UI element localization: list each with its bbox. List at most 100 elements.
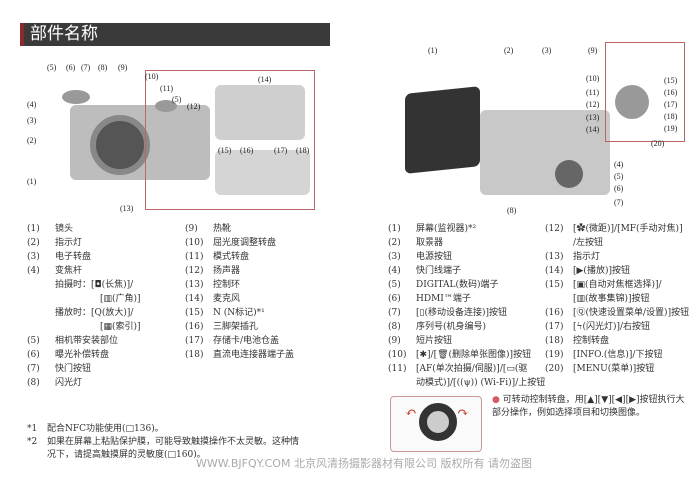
item-number: (5) [27, 336, 40, 346]
list-item: 动模式)]/[((ψ)) (Wi-Fi)]/上按钮 [388, 376, 545, 390]
item-number: (8) [27, 378, 40, 388]
zoom-lever-detail: 播放时：[Q(放大)]/ [55, 308, 134, 318]
item-number: (16) [545, 308, 564, 318]
list-item: (15) [▣(自动对焦框选择)]/ [545, 278, 689, 292]
item-number: (10) [388, 350, 407, 360]
item-label: 变焦杆 [55, 266, 83, 276]
list-item: (3)电源按钮 [388, 250, 545, 264]
callout: (5) [172, 95, 182, 104]
item-number: (12) [545, 224, 564, 234]
detail-frame [145, 70, 315, 210]
callout: (16) [240, 146, 254, 155]
callout: (12) [187, 102, 201, 111]
list-item: [▥(故事集锦)]按钮 [545, 292, 689, 306]
list-item: (12)扬声器 [185, 264, 294, 278]
callout: (11) [586, 88, 600, 97]
list-item: (8)闪光灯 [27, 376, 141, 390]
list-item: (11)模式转盘 [185, 250, 294, 264]
callout: (9) [118, 63, 128, 72]
item-number: (4) [388, 266, 401, 276]
callout: (14) [258, 75, 272, 84]
item-number: (3) [27, 252, 40, 262]
list-item: 况下，请提高触摸屏的灵敏度(□160)。 [27, 449, 299, 462]
list-item: (19) [INFO.(信息)]/下按钮 [545, 348, 689, 362]
top-detail-image [215, 85, 305, 140]
item-label: [▣(自动对焦框选择)]/ [573, 280, 662, 290]
list-item: /左按钮 [545, 236, 689, 250]
item-label: 指示灯 [573, 252, 601, 262]
item-label: [INFO.(信息)]/下按钮 [573, 350, 663, 360]
zoom-lever-detail: 拍摄时：[◘(长焦)]/ [55, 280, 134, 290]
list-item: (4)变焦杆 [27, 264, 141, 278]
item-number: *2 [27, 437, 38, 447]
item-number: (10) [185, 238, 204, 248]
callout: (12) [586, 100, 600, 109]
list-item: (13)指示灯 [545, 250, 689, 264]
item-label: [▥(故事集锦)]按钮 [573, 294, 650, 304]
note-text: 可转动控制转盘，用[▲][▼][◀][▶]按钮执行大部分操作，例如选择项目和切换… [492, 395, 685, 418]
section-header: 部件名称 [20, 23, 330, 46]
item-label: 短片按钮 [416, 336, 453, 346]
item-label: 电子转盘 [55, 252, 92, 262]
item-number: (8) [388, 322, 401, 332]
watermark: WWW.BJFQY.COM 北京风清扬摄影器材有限公司 版权所有 请勿盗图 [196, 457, 532, 470]
item-label: /左按钮 [573, 238, 604, 248]
item-label: 扬声器 [213, 266, 241, 276]
item-number: (1) [27, 224, 40, 234]
list-item: (17)存储卡/电池仓盖 [185, 334, 294, 348]
callout: (14) [586, 125, 600, 134]
list-item: (10) 屈光度调整转盘 [185, 236, 294, 250]
callout: (4) [614, 160, 624, 169]
list-item: (16)三脚架插孔 [185, 320, 294, 334]
camera-body-back [480, 110, 610, 195]
control-dial-image [555, 160, 583, 188]
item-label: 麦克风 [213, 294, 241, 304]
list-item: (18)控制转盘 [545, 334, 689, 348]
control-dial-note: ● 可转动控制转盘，用[▲][▼][◀][▶]按钮执行大部分操作，例如选择项目和… [492, 394, 692, 420]
item-label: 模式转盘 [213, 252, 250, 262]
zoom-lever-detail: [▦(索引)] [100, 322, 141, 332]
item-number: (20) [545, 364, 564, 374]
item-number: (5) [388, 280, 401, 290]
item-number: (13) [185, 280, 204, 290]
callout: (3) [27, 116, 37, 125]
callout: (15) [664, 76, 678, 85]
item-number: (15) [545, 280, 564, 290]
callout: (17) [664, 100, 678, 109]
callout: (7) [81, 63, 91, 72]
callout: (13) [120, 204, 134, 213]
item-number: (19) [545, 350, 564, 360]
list-item: (16)[Ⓠ(快速设置菜单/设置)]按钮 [545, 306, 689, 320]
callout: (2) [27, 136, 37, 145]
list-item: (14)[▶(播放)]按钮 [545, 264, 689, 278]
dial-image [155, 100, 177, 112]
list-item: (14)麦克风 [185, 292, 294, 306]
list-item: (20) [MENU(菜单)]按钮 [545, 362, 689, 376]
item-label: [▯(移动设备连接)]按钮 [416, 308, 507, 318]
item-label: DIGITAL(数码)端子 [416, 280, 499, 290]
item-label: [✱]/[🗑(删除单张图像)]按钮 [416, 350, 532, 360]
list-item: (4)快门线端子 [388, 264, 545, 278]
rotate-left-arrow-icon: ↶ [405, 405, 417, 421]
callout: (20) [651, 139, 665, 148]
item-number: (7) [388, 308, 401, 318]
item-number: (17) [185, 336, 204, 346]
item-label: [AF(单次拍摄/伺服)]/[▭(驱 [416, 364, 528, 374]
callout: (2) [504, 46, 514, 55]
item-label: [MENU(菜单)]按钮 [573, 364, 655, 374]
front-parts-list-1: (1)镜头(2)指示灯(3)电子转盘(4)变焦杆拍摄时：[◘(长焦)]/[▥(广… [27, 222, 141, 390]
item-label: HDMI™端子 [416, 294, 471, 304]
item-label: N (N标记)*¹ [213, 308, 265, 318]
list-item: (15)N (N标记)*¹ [185, 306, 294, 320]
item-number: (9) [185, 224, 198, 234]
item-number: *1 [27, 424, 38, 434]
callout: (18) [296, 146, 310, 155]
list-item: (1)屏幕(监视器)*² [388, 222, 545, 236]
item-label: 序列号(机身编号) [416, 322, 487, 332]
item-label: [✿(微距)]/[MF(手动对焦)] [573, 224, 683, 234]
item-label: 屈光度调整转盘 [213, 238, 277, 248]
item-label: 镜头 [55, 224, 74, 234]
callout: (10) [145, 72, 159, 81]
item-number: (16) [185, 322, 204, 332]
